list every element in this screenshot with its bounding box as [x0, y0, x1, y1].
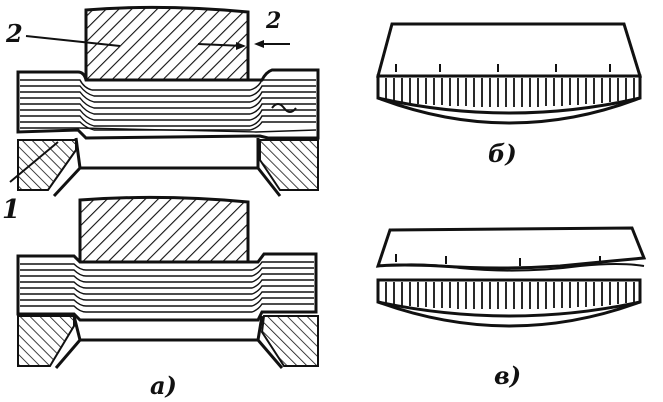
cut-sheet-v-ticks [385, 282, 635, 309]
cut-sheet-v-top-plate [375, 226, 647, 270]
label-2-right: 2 [265, 8, 281, 34]
bottom-die-support-right [260, 315, 319, 367]
cut-sheet-b [376, 22, 643, 125]
caption-a: a) [150, 371, 177, 400]
bottom-sheet-bundle [16, 252, 318, 322]
top-lower-die [74, 137, 260, 170]
cut-sheet-v [375, 226, 647, 328]
bottom-die-support-left [17, 315, 75, 367]
bottom-shear-assembly [16, 195, 319, 369]
cut-sheet-b-top-plate [376, 22, 643, 78]
top-sheet-bundle [16, 68, 320, 140]
top-die-support-left [17, 139, 77, 191]
cut-sheet-b-ticks [385, 78, 635, 107]
top-die-support-right [259, 139, 319, 191]
leader-1 [9, 141, 59, 183]
top-upper-blade [84, 5, 250, 82]
bottom-upper-blade [78, 195, 250, 264]
label-1: 1 [2, 195, 20, 225]
leader-2-left [25, 35, 121, 47]
caption-v: в) [494, 361, 521, 390]
label-2-left: 2 [5, 19, 23, 48]
caption-b: б) [488, 139, 517, 168]
bottom-lower-die [72, 315, 264, 342]
top-shear-assembly [9, 5, 320, 198]
